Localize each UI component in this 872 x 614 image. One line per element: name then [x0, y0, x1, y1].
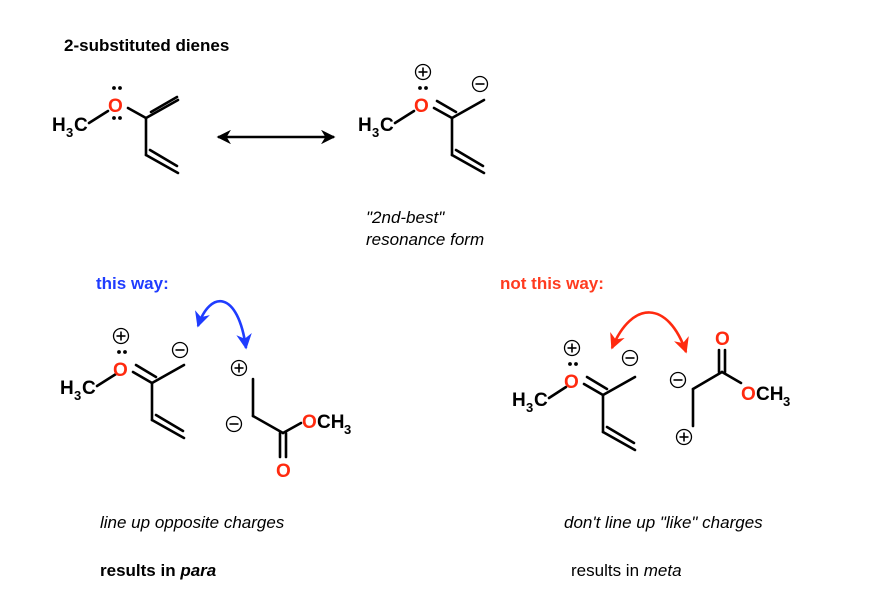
methyl-C: C — [534, 390, 548, 411]
methyl-H: H — [52, 115, 66, 136]
methyl-subscript: 3 — [74, 388, 81, 403]
oxygen-atom: O — [414, 96, 429, 117]
methyl-H: H — [512, 390, 526, 411]
para-result-emphasis: para — [180, 561, 217, 580]
minus-charge-icon — [669, 371, 687, 389]
plus-charge-icon — [675, 428, 693, 446]
carbonyl-oxygen: O — [276, 461, 291, 482]
plus-charge-icon — [112, 327, 130, 345]
methyl-C: C — [74, 115, 88, 136]
ester-CH: CH — [756, 384, 783, 405]
red-repulsion-arrow — [610, 311, 689, 354]
methyl-H: H — [60, 378, 74, 399]
plus-charge-icon — [230, 359, 248, 377]
methyl-subscript: 3 — [526, 400, 533, 415]
minus-charge-icon — [471, 75, 489, 93]
this-way-label: this way: — [96, 274, 169, 293]
plus-charge-icon — [563, 339, 581, 357]
diene-resonance: H 3 C O — [358, 63, 489, 175]
blue-attraction-arrow — [195, 300, 252, 350]
ester-oxygen: O — [741, 384, 756, 405]
meta-result-emphasis: meta — [643, 561, 682, 580]
diene-this-way: H 3 C O — [60, 327, 189, 440]
methyl-subscript: 3 — [66, 125, 73, 140]
not-this-way-caption: don't line up "like" charges — [564, 513, 763, 532]
meta-result-prefix: results in — [571, 561, 644, 580]
plus-charge-icon — [414, 63, 432, 81]
methyl-C: C — [380, 115, 394, 136]
diene-not-this-way: H 3 C O — [512, 339, 639, 452]
this-way-caption: line up opposite charges — [100, 513, 285, 532]
page-title: 2-substituted dienes — [64, 36, 230, 55]
minus-charge-icon — [171, 341, 189, 359]
resonance-caption-line1: "2nd-best" — [366, 208, 445, 227]
oxygen-atom: O — [108, 96, 123, 117]
ester-subscript: 3 — [783, 394, 790, 409]
para-result: results in para — [100, 561, 216, 581]
methyl-subscript: 3 — [372, 125, 379, 140]
meta-result: results in meta — [571, 561, 682, 581]
ester-CH: CH — [317, 412, 344, 433]
oxygen-atom: O — [564, 372, 579, 393]
diene-neutral: H 3 C O — [52, 86, 180, 175]
ester-oxygen: O — [302, 412, 317, 433]
dienophile-not-this-way: O O CH 3 — [669, 329, 790, 446]
carbonyl-oxygen: O — [715, 329, 730, 350]
methyl-H: H — [358, 115, 372, 136]
minus-charge-icon — [621, 349, 639, 367]
ester-subscript: 3 — [344, 422, 351, 437]
para-result-prefix: results in — [100, 561, 181, 580]
dienophile-this-way: O O CH 3 — [225, 359, 351, 482]
not-this-way-label: not this way: — [500, 274, 604, 293]
oxygen-atom: O — [113, 360, 128, 381]
methyl-C: C — [82, 378, 96, 399]
resonance-caption-line2: resonance form — [366, 230, 485, 249]
minus-charge-icon — [225, 415, 243, 433]
